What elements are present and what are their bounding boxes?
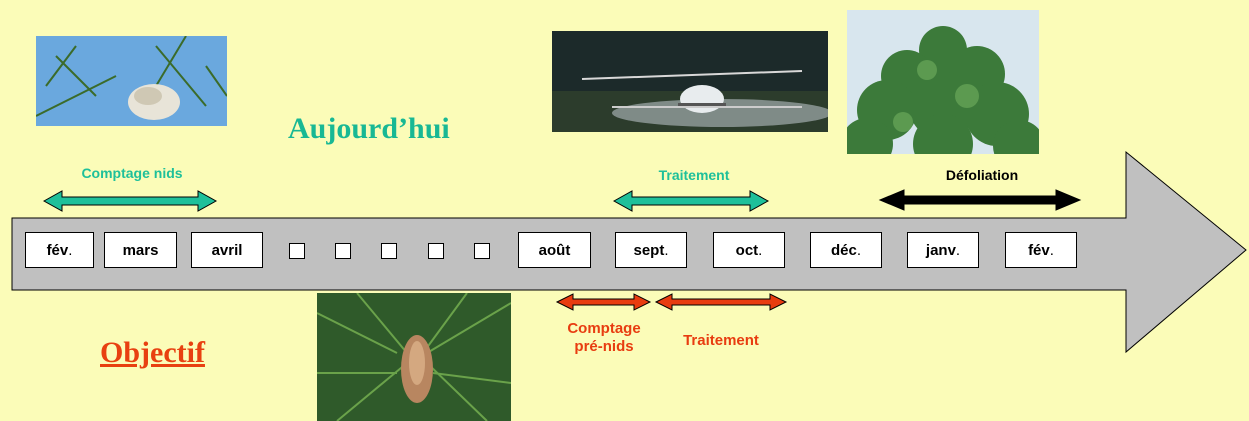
treatment-range-arrow — [612, 190, 770, 212]
month-label: août — [538, 241, 571, 259]
blank-month-box — [289, 243, 305, 259]
today-heading: Aujourd’hui — [288, 112, 450, 145]
pre-nest-photo — [317, 293, 511, 421]
month-suffix: . — [664, 241, 669, 259]
month-suffix: . — [68, 241, 73, 259]
month-box-sep: sept. — [615, 232, 687, 268]
month-suffix: . — [758, 241, 763, 259]
month-label: fév — [46, 241, 69, 259]
month-label: mars — [122, 241, 159, 259]
blank-month-box — [474, 243, 490, 259]
month-box-oct: oct. — [713, 232, 785, 268]
month-suffix: . — [856, 241, 862, 259]
month-suffix: . — [955, 241, 961, 259]
month-box-apr: avril — [191, 232, 263, 268]
objective-treatment-range-arrow — [654, 293, 788, 311]
blank-month-box — [428, 243, 444, 259]
month-box-feb-next: fév. — [1005, 232, 1077, 268]
pre-nest-count-label-line2: pré-nids — [574, 338, 634, 355]
pre-nest-count-label: Comptage pré-nids — [548, 320, 660, 356]
blank-month-box — [381, 243, 397, 259]
helicopter-photo — [552, 31, 828, 132]
month-label: sept — [633, 241, 665, 259]
treatment-label: Traitement — [658, 167, 730, 183]
month-label: oct — [735, 241, 759, 259]
defoliation-label: Défoliation — [945, 167, 1019, 183]
month-box-jan: janv. — [907, 232, 979, 268]
month-box-mar: mars — [104, 232, 177, 268]
month-label: déc — [830, 241, 857, 259]
month-label: fév — [1028, 241, 1050, 259]
month-box-aug: août — [518, 232, 591, 268]
blank-month-box — [335, 243, 351, 259]
nest-count-range-arrow — [42, 190, 218, 212]
objective-heading: Objectif — [100, 336, 205, 369]
defoliated-tree-photo — [847, 10, 1039, 154]
pre-nest-count-range-arrow — [555, 293, 652, 311]
nest-count-label: Comptage nids — [81, 165, 183, 181]
month-label: janv — [925, 241, 956, 259]
month-box-dec: déc. — [810, 232, 882, 268]
pre-nest-count-label-line1: Comptage — [567, 320, 641, 337]
objective-treatment-label: Traitement — [683, 332, 759, 349]
defoliation-range-arrow — [878, 189, 1082, 211]
month-box-feb: fév. — [25, 232, 94, 268]
nest-photo — [36, 36, 227, 126]
month-suffix: . — [1049, 241, 1054, 259]
month-label: avril — [211, 241, 243, 259]
